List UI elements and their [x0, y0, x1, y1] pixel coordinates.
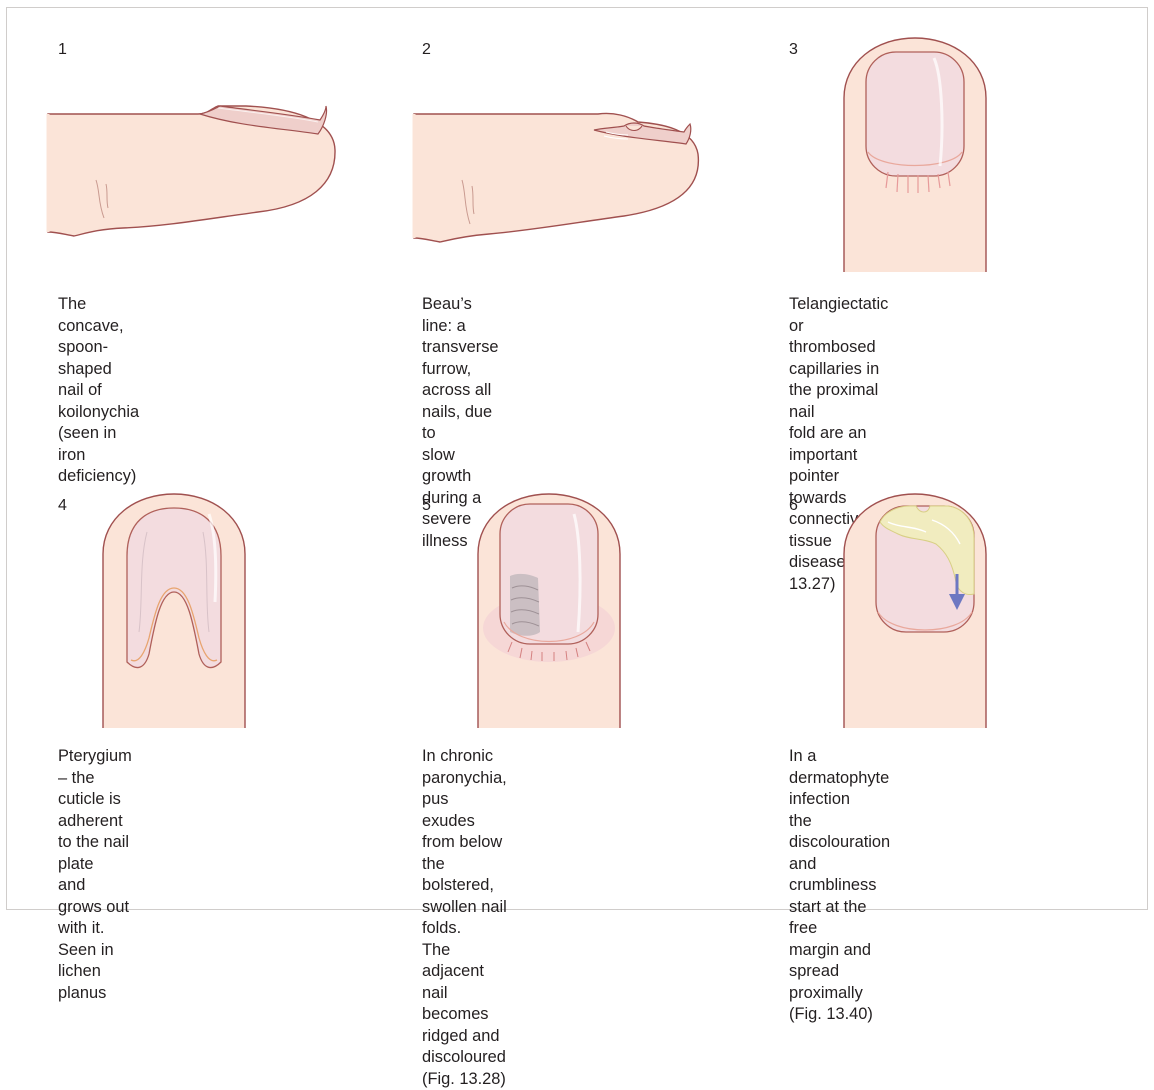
pterygium-illustration: [99, 492, 249, 728]
panel-caption: The concave, spoon-shaped nail of koilon…: [58, 294, 139, 488]
paronychia-illustration: [474, 492, 624, 728]
panel-number: 3: [789, 41, 798, 59]
panel-number: 2: [422, 41, 431, 59]
koilonychia-illustration: [48, 100, 338, 250]
dermatophyte-illustration: [840, 492, 990, 728]
panel-number: 1: [58, 41, 67, 59]
panel-number: 6: [789, 497, 798, 515]
panel-caption: In a dermatophyte infection the discolou…: [789, 746, 890, 1026]
panel-caption: In chronic paronychia, pus exudes from b…: [422, 746, 507, 1090]
telangiectasia-illustration: [840, 36, 990, 272]
panel-caption: Pterygium – the cuticle is adherent to t…: [58, 746, 132, 1004]
panel-number: 5: [422, 497, 431, 515]
beaus-line-illustration: [414, 108, 704, 248]
panel-number: 4: [58, 497, 67, 515]
